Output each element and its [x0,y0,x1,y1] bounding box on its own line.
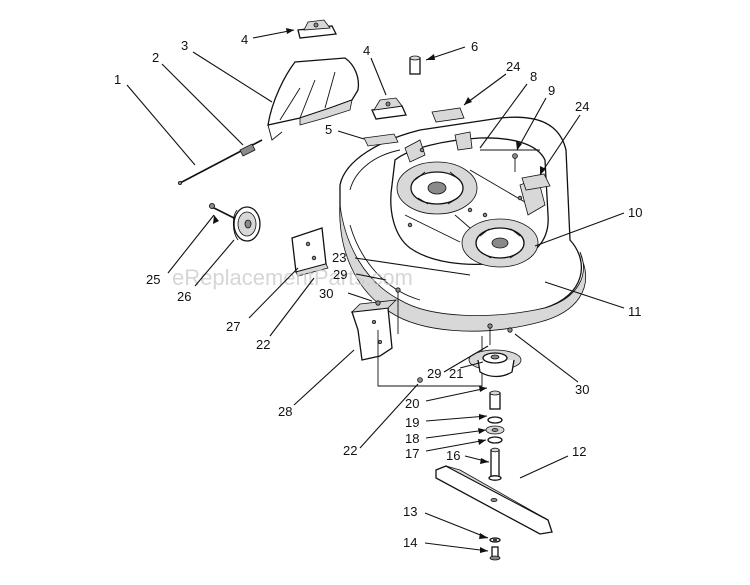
part-label-16: 16 [446,448,460,463]
part-label-4-upper: 4 [241,32,248,47]
mower-blade [435,465,553,535]
part-label-25: 25 [146,272,160,287]
nut-30-left [375,300,381,306]
part-label-18: 18 [405,431,419,446]
part-label-26: 26 [177,289,191,304]
part-label-8: 8 [530,69,537,84]
bolt-29-right [487,323,493,345]
part-label-30-upper: 30 [319,286,333,301]
part-label-2: 2 [152,50,159,65]
part-label-5: 5 [325,122,332,137]
part-label-11: 11 [628,304,642,319]
bolt-29-left [395,287,401,302]
gauge-wheel [232,206,261,242]
part-label-9: 9 [548,83,555,98]
part-label-17: 17 [405,446,419,461]
decal-5 [363,133,399,147]
part-label-12: 12 [572,444,586,459]
part-labels: 1 2 3 4 4 5 6 24 8 9 24 10 23 29 11 25 2… [114,32,642,550]
nut-22-lower [417,377,423,383]
blade-bolt [489,546,501,561]
mounting-bracket [350,299,483,387]
part-label-22-lower: 22 [343,443,357,458]
part-label-24-right: 24 [575,99,589,114]
part-label-3: 3 [181,38,188,53]
spindle-housing [468,349,522,378]
part-label-20: 20 [405,396,419,411]
part-label-28: 28 [278,404,292,419]
deflector-cap-lower [371,97,407,120]
blade-washer [489,537,501,543]
part-label-10: 10 [628,205,642,220]
chute-rod-and-spring [177,139,263,185]
pin-6 [409,55,421,75]
part-label-30-lower: 30 [575,382,589,397]
discharge-chute [267,57,360,141]
part-label-21: 21 [449,366,463,381]
decal-24-upper [431,107,465,123]
part-label-6: 6 [471,39,478,54]
mower-deck-housing [339,116,587,332]
part-label-14: 14 [403,535,417,550]
part-label-1: 1 [114,72,121,87]
part-label-27: 27 [226,319,240,334]
leader-arrowheads [213,28,546,553]
leader-lines [126,29,625,552]
watermark: eReplacementParts.com [172,265,413,290]
part-label-23: 23 [332,250,346,265]
part-label-22-upper: 22 [256,337,270,352]
part-label-4-lower: 4 [363,43,370,58]
part-label-24-upper: 24 [506,59,520,74]
part-label-29-upper: 29 [333,267,347,282]
bolt-9 [512,153,518,172]
part-label-19: 19 [405,415,419,430]
decal-24-right [521,173,551,191]
part-label-29-lower: 29 [427,366,441,381]
spindle-stack [485,390,505,444]
deflector-cap-upper [297,19,337,39]
wheel-bracket [291,227,329,277]
part-label-13: 13 [403,504,417,519]
nut-30-right [507,327,513,333]
spindle-shaft [488,447,502,481]
